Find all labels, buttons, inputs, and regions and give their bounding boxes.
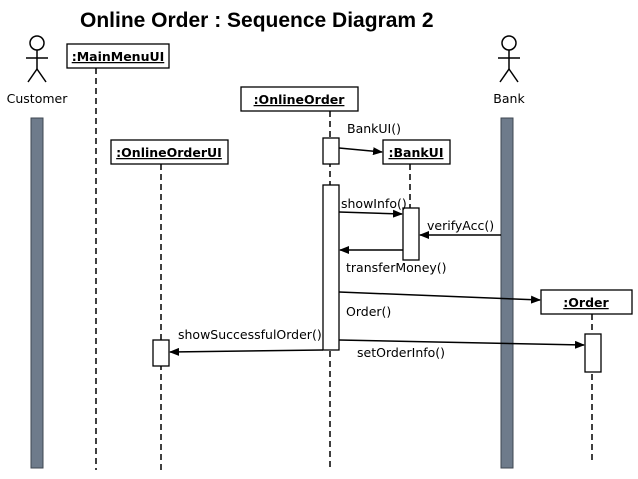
message-label: BankUI() — [347, 121, 401, 136]
main-menu-ui-label: :MainMenuUI — [72, 49, 165, 64]
customer-actor: Customer — [7, 35, 69, 469]
message-verify-acc: verifyAcc() — [419, 218, 501, 239]
main-menu-ui-object: :MainMenuUI — [66, 43, 170, 470]
bank-ui-label: :BankUI — [389, 145, 444, 160]
customer-label: Customer — [7, 91, 69, 106]
bank-ui-activation — [402, 207, 420, 261]
online-order-object: :OnlineOrder — [240, 86, 359, 470]
message-bank-ui-create: BankUI() — [338, 121, 401, 156]
online-order-ui-activation — [152, 339, 170, 367]
message-order-create: Order() — [338, 291, 541, 319]
message-label: showInfo() — [341, 196, 407, 211]
bank-actor: Bank — [493, 35, 525, 469]
order-label: :Order — [563, 295, 609, 310]
message-label: setOrderInfo() — [357, 345, 445, 360]
message-set-order-info: setOrderInfo() — [338, 339, 585, 360]
online-order-activation-1 — [322, 137, 340, 165]
online-order-label: :OnlineOrder — [254, 92, 346, 107]
bank-activation-bar — [500, 117, 514, 469]
message-label: Order() — [346, 304, 391, 319]
diagram-title: Online Order : Sequence Diagram 2 — [80, 9, 434, 32]
bank-ui-object: :BankUI — [382, 139, 451, 261]
message-label: showSuccessfulOrder() — [178, 327, 322, 342]
message-show-successful-order: showSuccessfulOrder() — [169, 327, 324, 356]
message-label: transferMoney() — [346, 260, 447, 275]
order-activation — [584, 333, 602, 373]
message-show-info: showInfo() — [338, 196, 407, 218]
order-object: :Order — [540, 289, 633, 460]
message-transfer-money: transferMoney() — [346, 260, 447, 275]
online-order-ui-object: :OnlineOrderUI — [110, 139, 229, 470]
bank-label: Bank — [493, 91, 525, 106]
online-order-activation-2 — [322, 184, 340, 351]
stick-figure-icon — [26, 35, 48, 83]
stick-figure-icon — [498, 35, 520, 83]
online-order-ui-label: :OnlineOrderUI — [116, 145, 222, 160]
message-label: verifyAcc() — [427, 218, 494, 233]
customer-activation-bar — [30, 117, 44, 469]
